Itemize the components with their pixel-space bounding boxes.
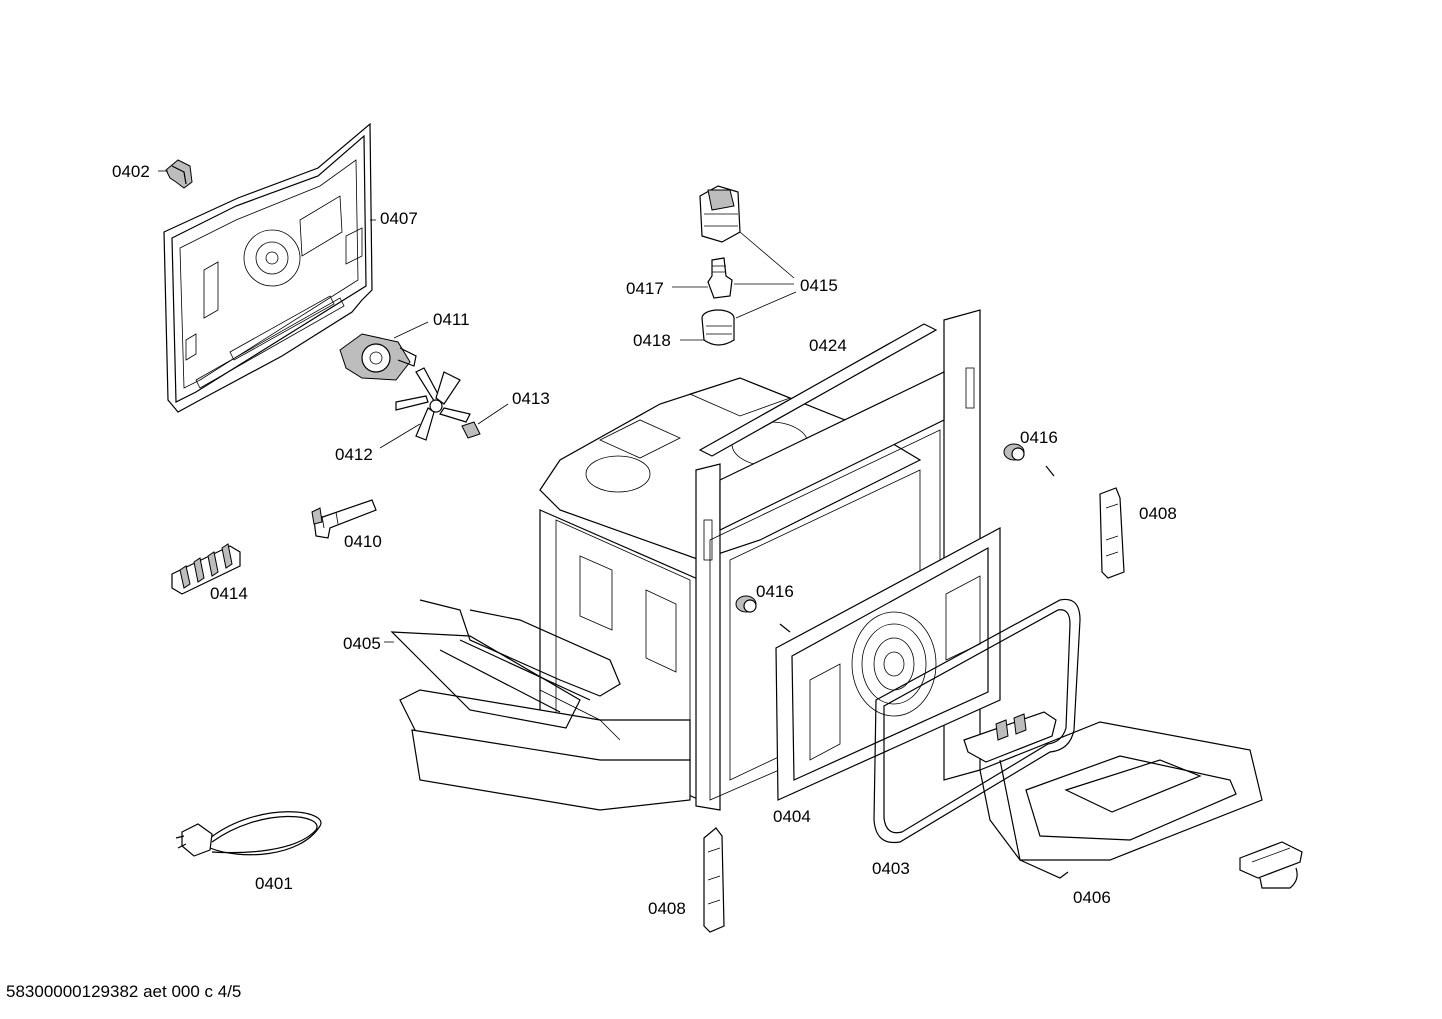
part-label-0407: 0407 xyxy=(380,209,418,228)
part-label-0415: 0415 xyxy=(800,276,838,295)
part-label-0404: 0404 xyxy=(773,807,811,826)
part-0418-lens-cap-drawing xyxy=(680,309,735,346)
part-0410-bracket-drawing xyxy=(311,499,377,539)
part-label-0410: 0410 xyxy=(344,532,382,551)
part-label-0414: 0414 xyxy=(210,584,248,603)
part-0411-fan-motor-drawing xyxy=(339,321,429,381)
part-label-0401: 0401 xyxy=(255,874,293,893)
part-0417-bulb-drawing xyxy=(672,257,733,299)
part-label-0403: 0403 xyxy=(872,859,910,878)
part-label-0416-left: 0416 xyxy=(756,582,794,601)
part-label-0406: 0406 xyxy=(1073,888,1111,907)
part-label-0416-right: 0416 xyxy=(1020,428,1058,447)
part-0413-nut-drawing xyxy=(461,403,509,439)
part-label-0413: 0413 xyxy=(512,389,550,408)
part-0406-grill-element-drawing xyxy=(963,711,1263,879)
part-label-0402: 0402 xyxy=(112,162,150,181)
part-0408-hinge-drawing xyxy=(703,487,1125,933)
part-label-0424: 0424 xyxy=(809,336,847,355)
part-label-0405: 0405 xyxy=(343,634,381,653)
part-0403-rear-heater-drawing xyxy=(873,598,1081,844)
part-0412-fan-blade-drawing xyxy=(379,367,471,449)
part-label-0417: 0417 xyxy=(626,279,664,298)
part-0404-fan-cover-drawing xyxy=(775,526,1001,801)
part-0402-clip-drawing xyxy=(158,159,193,189)
part-label-0412: 0412 xyxy=(335,445,373,464)
part-label-0408-right: 0408 xyxy=(1139,504,1177,523)
part-label-0408-bottom: 0408 xyxy=(648,899,686,918)
part-0405-heating-element-drawing xyxy=(384,599,621,729)
part-0415-lamp-housing-drawing xyxy=(699,185,797,319)
bracket-clip-drawing xyxy=(1239,841,1303,889)
part-label-0411: 0411 xyxy=(433,310,470,329)
part-0407-back-panel-drawing xyxy=(163,122,376,413)
part-0414-terminal-block-drawing xyxy=(171,543,241,595)
part-0416-lamp-knob-drawing xyxy=(735,443,1055,633)
part-label-0418: 0418 xyxy=(633,331,671,350)
part-0401-power-cord-drawing xyxy=(175,811,322,857)
document-reference-footer: 58300000129382 aet 000 c 4/5 xyxy=(6,982,242,1001)
